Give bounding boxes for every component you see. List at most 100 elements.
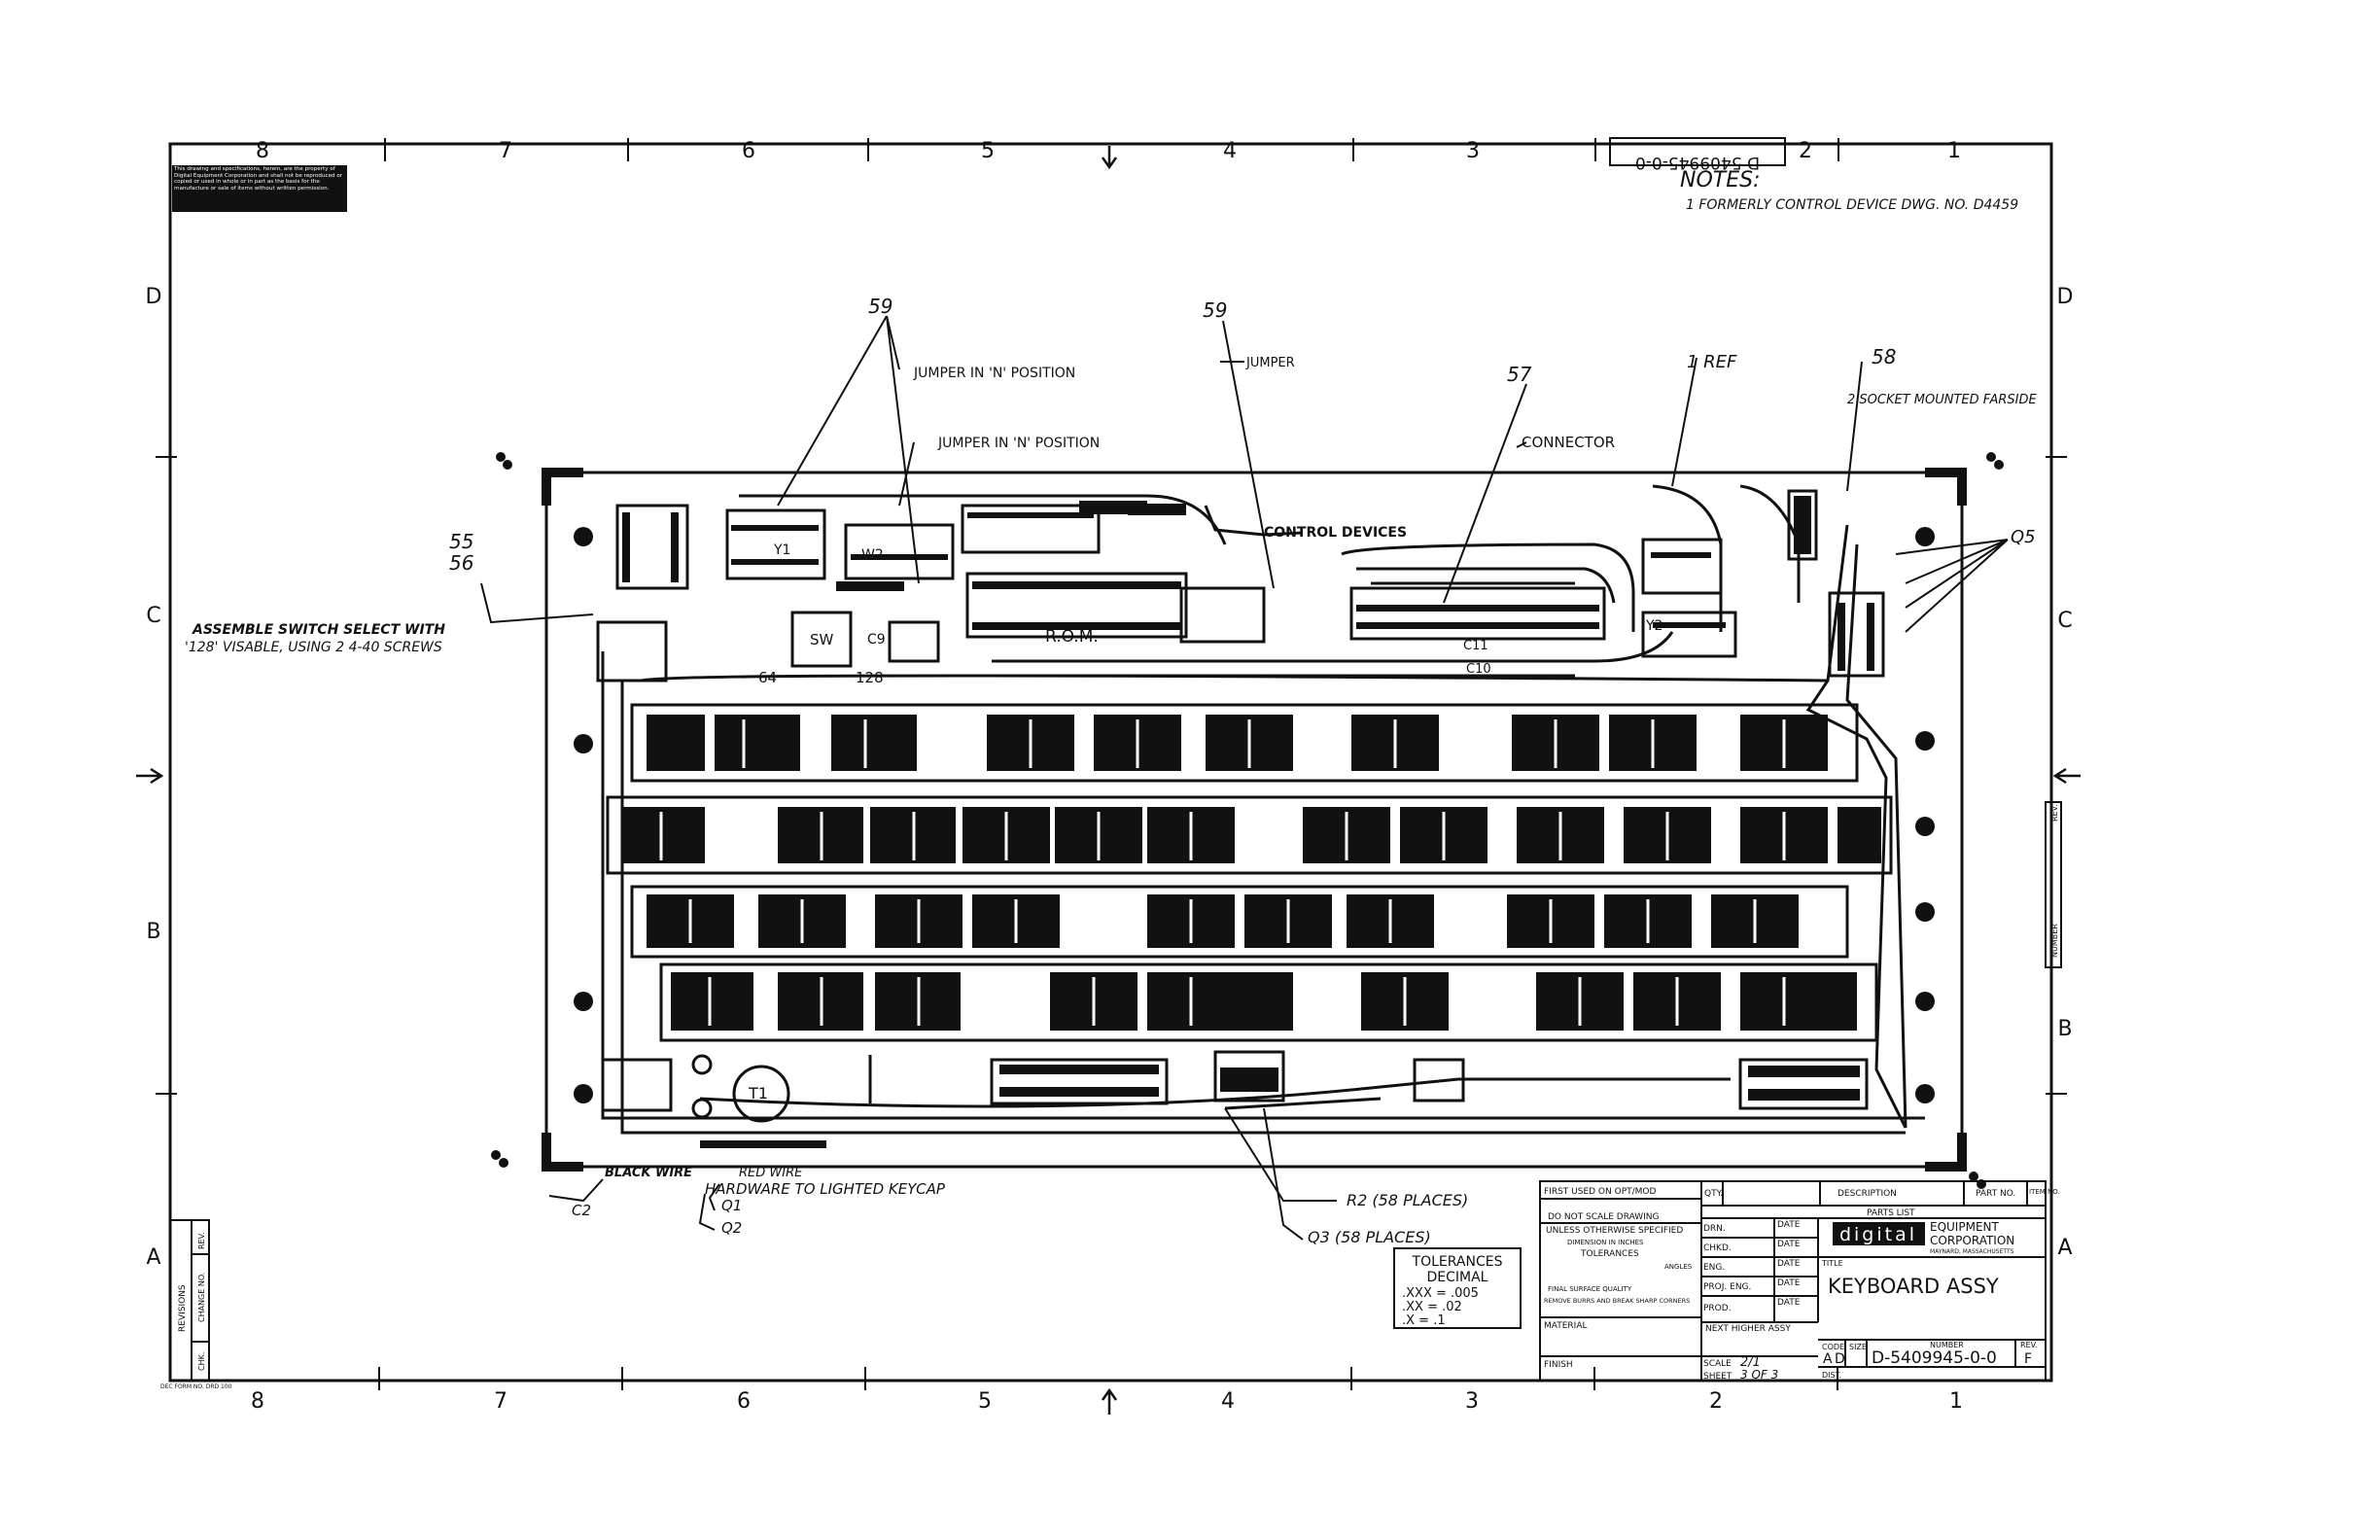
- left-zone-b: B: [146, 920, 160, 944]
- tb-prod: PROD.: [1703, 1304, 1732, 1313]
- tb-code: A: [1823, 1351, 1833, 1367]
- tb-date-4: DATE: [1777, 1278, 1801, 1288]
- bottom-zone-7: 7: [494, 1389, 508, 1414]
- tb-proj-eng: PROJ. ENG.: [1703, 1282, 1751, 1292]
- tb-eng: ENG.: [1703, 1263, 1725, 1273]
- callout-59-a: 59: [868, 295, 892, 318]
- callout-56: 56: [449, 551, 473, 575]
- callout-jumper-n-1: JUMPER IN 'N' POSITION: [913, 366, 1075, 381]
- callout-switch-note-1: ASSEMBLE SWITCH SELECT WITH: [192, 622, 445, 638]
- trace-lines: [601, 484, 1925, 1135]
- right-zone-c: C: [2057, 609, 2072, 633]
- callout-red-wire: RED WIRE: [739, 1166, 803, 1180]
- t1-label: T1: [748, 1084, 768, 1102]
- tb-unless: UNLESS OTHERWISE SPECIFIED: [1546, 1226, 1683, 1236]
- side-strip-rev: REV.: [2050, 804, 2059, 822]
- tb-angles: ANGLES: [1664, 1263, 1693, 1271]
- revisions-rev: REV.: [197, 1232, 206, 1249]
- board-brand: CONTROL DEVICES: [1264, 525, 1407, 541]
- top-zone-2: 2: [1799, 139, 1812, 163]
- key-row-outlines: [606, 703, 1893, 1042]
- tb-parts-list: PARTS LIST: [1867, 1208, 1915, 1218]
- bottom-zone-8: 8: [251, 1389, 264, 1414]
- company-line-1: EQUIPMENT: [1930, 1220, 1999, 1234]
- callout-c2: C2: [572, 1202, 591, 1219]
- bottom-zone-1: 1: [1949, 1389, 1963, 1414]
- sw-128-label: 128: [856, 669, 884, 686]
- callout-q5: Q5: [2011, 527, 2036, 547]
- tb-finish-q: FINAL SURFACE QUALITY: [1548, 1285, 1632, 1293]
- c11-label: C11: [1463, 639, 1488, 653]
- side-strip-number: NUMBER: [2050, 924, 2059, 958]
- tb-burrs: REMOVE BURRS AND BREAK SHARP CORNERS: [1544, 1297, 1690, 1305]
- tolerance-row-2: .XX = .02: [1402, 1300, 1462, 1314]
- callout-black-wire: BLACK WIRE: [605, 1166, 692, 1180]
- tb-first-used: FIRST USED ON OPT/MOD: [1544, 1187, 1657, 1197]
- tb-material: MATERIAL: [1544, 1321, 1588, 1331]
- mounting-holes: [574, 527, 1935, 1103]
- callout-57: 57: [1507, 363, 1532, 386]
- left-zone-d: D: [146, 285, 162, 309]
- callout-socket: 2 SOCKET MOUNTED FARSIDE: [1847, 393, 2038, 407]
- revisions-block: REVISIONS REV. CHANGE NO. CHK. DEC FORM …: [160, 1219, 232, 1390]
- tb-finish: FINISH: [1544, 1360, 1573, 1370]
- sw-label: SW: [810, 631, 834, 648]
- title-block: FIRST USED ON OPT/MOD DO NOT SCALE DRAWI…: [1539, 1180, 2060, 1382]
- tb-dist: DIST.: [1822, 1371, 1841, 1380]
- leader-lines: [480, 315, 2009, 1241]
- tolerance-row-3: .X = .1: [1402, 1313, 1446, 1328]
- board-silkscreen: CONTROL DEVICES R.O.M. SW 64 128 C9 C10 …: [748, 525, 1662, 1102]
- notes-block: NOTES: 1 FORMERLY CONTROL DEVICE DWG. NO…: [1680, 168, 2018, 213]
- lower-components: [601, 1050, 1869, 1123]
- sw-64-label: 64: [758, 669, 777, 686]
- tb-title-label: TITLE: [1821, 1259, 1843, 1268]
- proprietary-text: This drawing and specifications, herein,…: [174, 166, 343, 192]
- pin-rows: [622, 496, 1874, 671]
- tb-size-label: SIZE: [1849, 1343, 1867, 1351]
- company-city: MAYNARD, MASSACHUSETTS: [1930, 1248, 2014, 1255]
- rom-label: R.O.M.: [1045, 627, 1099, 647]
- company-line-2: CORPORATION: [1930, 1234, 2014, 1247]
- tb-code-label: CODE: [1822, 1343, 1844, 1351]
- revisions-chk: CHK.: [197, 1352, 206, 1371]
- tb-size: D: [1835, 1351, 1845, 1367]
- tb-title: KEYBOARD ASSY: [1828, 1275, 1999, 1298]
- tb-next-higher: NEXT HIGHER ASSY: [1705, 1324, 1791, 1334]
- tb-chkd: CHKD.: [1703, 1243, 1732, 1253]
- left-zone-c: C: [146, 604, 160, 628]
- company-logo-text: digital: [1839, 1224, 1917, 1245]
- tb-date-5: DATE: [1777, 1298, 1801, 1308]
- top-corner-number-box: D 5409945-0-0: [1609, 137, 1786, 172]
- callout-hardware: HARDWARE TO LIGHTED KEYCAP: [705, 1180, 946, 1198]
- right-zone-d: D: [2057, 285, 2074, 309]
- callout-r2: R2 (58 PLACES): [1347, 1191, 1468, 1209]
- bottom-zone-3: 3: [1465, 1389, 1479, 1414]
- tb-qty: QTY.: [1704, 1189, 1723, 1199]
- tb-date-1: DATE: [1777, 1220, 1801, 1230]
- lower-fill: [700, 1065, 1860, 1148]
- revisions-change-no: CHANGE NO.: [197, 1273, 206, 1322]
- tb-scale-label: SCALE: [1703, 1359, 1732, 1369]
- proprietary-notice: This drawing and specifications, herein,…: [172, 165, 347, 212]
- right-zone-b: B: [2057, 1017, 2072, 1041]
- dec-form: DEC FORM NO. DRD 100: [160, 1383, 232, 1390]
- tb-description: DESCRIPTION: [1838, 1189, 1897, 1199]
- bottom-zone-4: 4: [1221, 1389, 1235, 1414]
- callout-1-ref: 1 REF: [1687, 352, 1737, 372]
- tb-item-no: ITEM NO.: [2029, 1188, 2060, 1196]
- callout-connector: CONNECTOR: [1522, 434, 1615, 451]
- callout-switch-note-2: '128' VISABLE, USING 2 4-40 SCREWS: [185, 640, 442, 655]
- top-zone-7: 7: [499, 139, 512, 163]
- tb-tol: TOLERANCES: [1580, 1249, 1639, 1259]
- tb-rev-label: REV.: [2020, 1341, 2038, 1349]
- y2-label: Y2: [1645, 618, 1662, 634]
- drawing-frame: [136, 138, 2081, 1415]
- tolerances-title: TOLERANCES: [1412, 1254, 1503, 1270]
- note-1: 1 FORMERLY CONTROL DEVICE DWG. NO. D4459: [1686, 197, 2018, 213]
- tb-dims: DIMENSION IN INCHES: [1567, 1239, 1644, 1246]
- tolerance-row-1: .XXX = .005: [1402, 1286, 1479, 1301]
- tb-number-label: NUMBER: [1930, 1341, 1964, 1349]
- top-zone-3: 3: [1466, 139, 1480, 163]
- callout-q3: Q3 (58 PLACES): [1308, 1228, 1431, 1246]
